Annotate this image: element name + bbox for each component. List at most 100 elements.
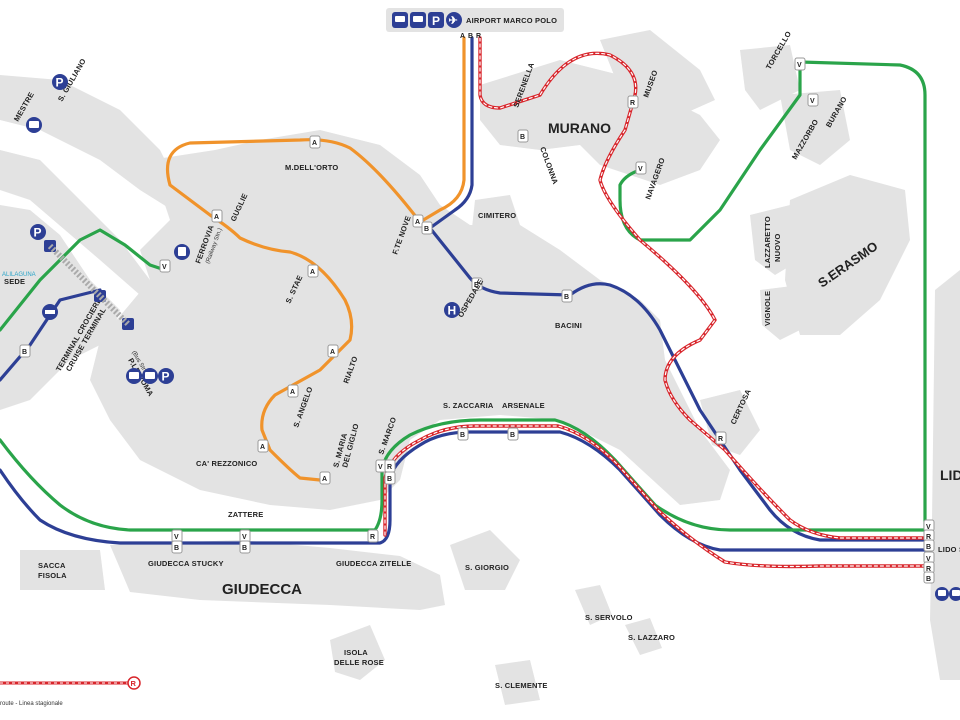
route-blue-b-giudecca (0, 430, 927, 552)
stop-marker-bacini[interactable]: B (561, 289, 573, 303)
stop-marker-burano[interactable]: V (807, 93, 819, 107)
route-blue-b (428, 36, 927, 542)
stop-marker-rialto[interactable]: A (327, 344, 339, 358)
svg-text:B: B (174, 545, 179, 552)
stop-marker-s-maria-giglio[interactable]: A (319, 471, 331, 485)
bus-icon (392, 12, 408, 28)
routes (0, 36, 927, 569)
svg-text:V: V (162, 264, 167, 271)
parking-icon: P (30, 224, 46, 240)
place-s-lazzaro: S. LAZZARO (628, 633, 675, 642)
airport-header[interactable]: P ✈ AIRPORT MARCO POLO (386, 8, 564, 32)
svg-text:V: V (242, 534, 247, 541)
stop-marker-m-dellorto[interactable]: A (309, 135, 321, 149)
stop-marker-lido-r[interactable]: R (923, 529, 935, 542)
stop-marker-ferrovia-v[interactable]: V (159, 259, 171, 273)
stop-marker-zitelle[interactable]: R (367, 529, 379, 543)
bus-icon (26, 117, 42, 133)
stop-marker-colonna[interactable]: B (517, 129, 529, 143)
stop-marker-lido-v[interactable]: V (923, 519, 935, 532)
stop-marker-zattere-v2[interactable]: V (239, 529, 251, 543)
svg-text:B: B (424, 226, 429, 233)
svg-text:V: V (810, 98, 815, 105)
svg-text:R: R (926, 534, 931, 541)
svg-text:V: V (638, 166, 643, 173)
svg-text:B: B (510, 432, 515, 439)
svg-text:B: B (242, 545, 247, 552)
svg-text:B: B (22, 349, 27, 356)
land-murano (480, 60, 720, 185)
svg-text:A: A (260, 444, 265, 451)
stop-marker-zattere-b[interactable]: B (171, 540, 183, 554)
stop-marker-s-zaccaria[interactable]: B (457, 427, 469, 441)
bus-icon (935, 587, 949, 601)
stop-marker-f-te-nove-b[interactable]: B (421, 221, 433, 235)
bus-icon (142, 368, 158, 384)
svg-text:V: V (926, 524, 931, 531)
svg-text:DELLE ROSE: DELLE ROSE (334, 658, 384, 667)
svg-text:A: A (330, 349, 335, 356)
stop-giudecca-stucky: GIUDECCA STUCKY (148, 559, 224, 568)
stop-marker-lido2-r[interactable]: R (923, 561, 935, 574)
svg-text:NUOVO: NUOVO (773, 233, 782, 262)
land-causeway (0, 150, 150, 295)
stop-marker-lido-b[interactable]: B (923, 539, 935, 552)
svg-text:B: B (460, 432, 465, 439)
stop-marker-s-marco-r[interactable]: R (384, 459, 396, 473)
stop-marker-f-te-nove-a[interactable]: A (412, 214, 424, 228)
land-mestre-strip (0, 75, 185, 215)
stop-marker-certosa[interactable]: R (715, 431, 727, 445)
land-venice-main (90, 130, 730, 510)
land-isola-rose (330, 625, 385, 680)
land-burano (780, 90, 850, 165)
svg-text:R: R (370, 534, 375, 541)
stop-marker-lido2-b[interactable]: B (923, 571, 935, 584)
svg-text:V: V (926, 556, 931, 563)
stop-marker-guglie[interactable]: A (211, 209, 223, 223)
svg-text:FISOLA: FISOLA (38, 571, 67, 580)
place-s-clemente: S. CLEMENTE (495, 681, 548, 690)
plane-icon: ✈ (446, 12, 462, 28)
svg-text:A: A (290, 389, 295, 396)
stop-marker-navagero[interactable]: V (635, 161, 647, 175)
stop-marker-zattere-b2[interactable]: B (239, 540, 251, 554)
svg-text:B: B (926, 576, 931, 583)
stop-marker-s-stae[interactable]: A (307, 264, 319, 278)
bus-icon (949, 587, 960, 601)
place-isola-rose: ISOLA (344, 648, 368, 657)
stop-lido-s-maria: LIDO S.M (938, 545, 960, 554)
route-green-v (0, 60, 927, 532)
land-s-lazzaro (625, 618, 662, 655)
stop-m-dellorto: M.DELL'ORTO (285, 163, 338, 172)
land-vignole (760, 285, 810, 340)
place-cimitero: CIMITERO (478, 211, 516, 220)
stop-marker-ca-rezzonico[interactable]: A (257, 439, 269, 453)
route-blue-b-left (0, 288, 102, 382)
stop-marker-arsenale[interactable]: B (507, 427, 519, 441)
svg-text:B: B (468, 33, 473, 40)
svg-text:A: A (312, 140, 317, 147)
stop-marker-s-angelo[interactable]: A (287, 384, 299, 398)
land-serasmo (785, 175, 910, 335)
stop-marker-museo[interactable]: R (627, 95, 639, 109)
svg-text:V: V (378, 464, 383, 471)
stop-giudecca-zitelle: GIUDECCA ZITELLE (336, 559, 411, 568)
island-giudecca: GIUDECCA (222, 581, 302, 598)
svg-text:B: B (926, 544, 931, 551)
parking-icon: P (428, 12, 444, 28)
stop-marker-ospedale[interactable]: B (471, 277, 483, 291)
stop-marker-zattere-v[interactable]: V (171, 529, 183, 543)
stop-marker-lido2-v[interactable]: V (923, 551, 935, 564)
svg-text:R: R (476, 33, 481, 40)
stop-marker-torcello[interactable]: V (794, 57, 806, 71)
airport-line-letters: A B R (460, 33, 481, 40)
stop-marker-s-marco-b[interactable]: B (384, 471, 396, 485)
land-cimitero (472, 195, 520, 235)
stop-marker-sede-b[interactable]: B (19, 344, 31, 358)
stop-ca-rezzonico: CA' REZZONICO (196, 459, 257, 468)
svg-text:R: R (926, 566, 931, 573)
parking-icon: P (52, 74, 68, 90)
svg-text:R: R (630, 100, 635, 107)
svg-text:A: A (322, 476, 327, 483)
